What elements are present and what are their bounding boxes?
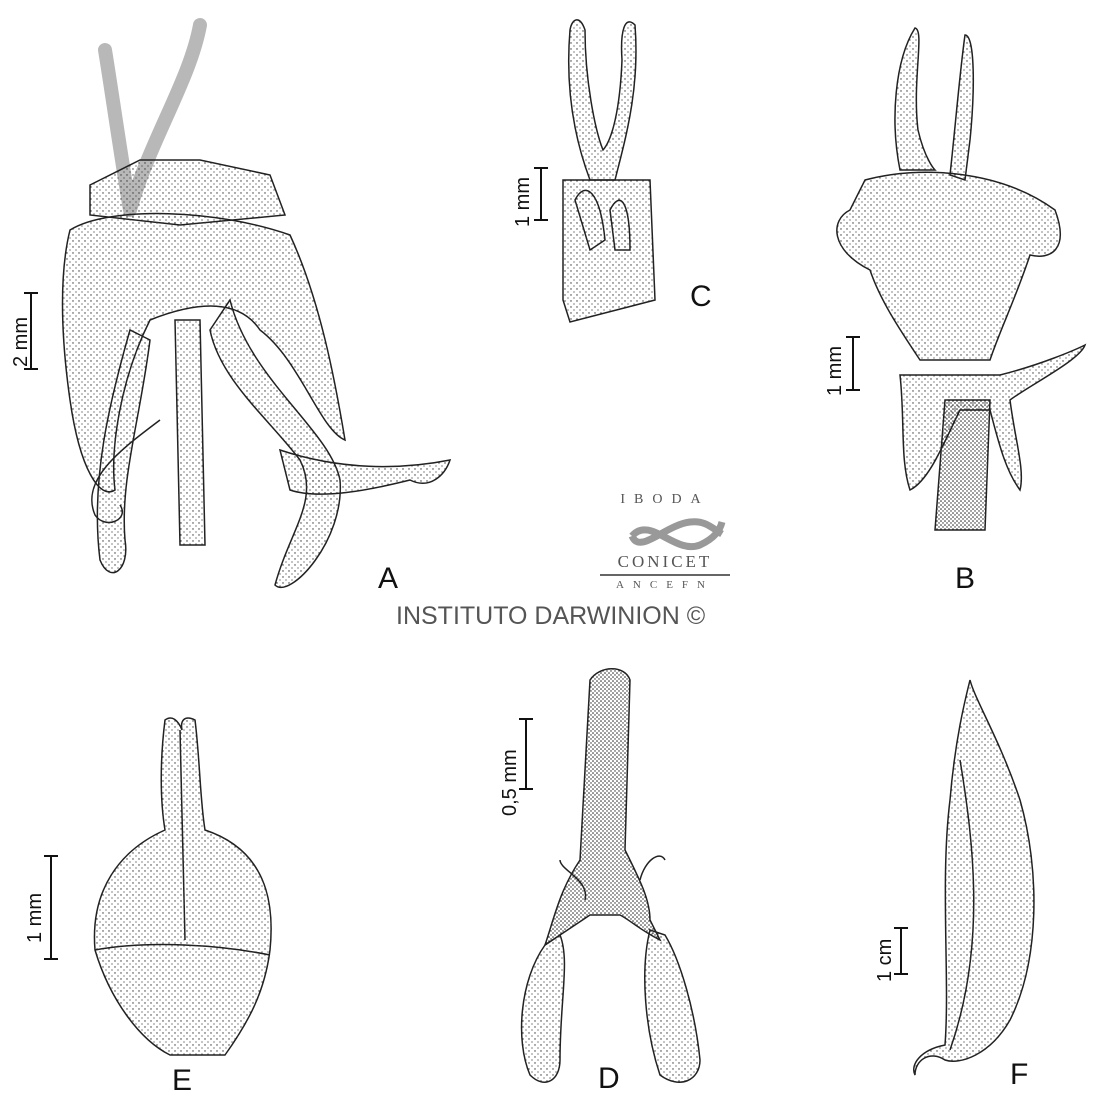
panel-label-e: E xyxy=(172,1064,193,1097)
logo-iboda: IBODA xyxy=(620,492,710,507)
logo-ancefn: ANCEFN xyxy=(615,579,714,591)
copyright-credit: INSTITUTO DARWINION © xyxy=(396,602,706,630)
panel-label-b: B xyxy=(955,562,976,595)
panel-label-d: D xyxy=(598,1062,620,1095)
panel-label-a: A xyxy=(378,562,399,595)
figure-a-flower xyxy=(61,18,452,588)
figure-f-leaf xyxy=(913,679,1035,1076)
logo-conicet: CONICET xyxy=(600,552,730,576)
figure-b-flower xyxy=(836,27,1087,531)
institution-logo: IBODA CONICET ANCEFN xyxy=(600,492,730,591)
figure-e-ovary xyxy=(93,717,272,1056)
figure-d-stamen xyxy=(520,668,701,1083)
conicet-logo-symbol xyxy=(628,518,726,551)
figure-c-pistil xyxy=(562,19,656,323)
panel-label-f: F xyxy=(1010,1058,1029,1091)
panel-label-c: C xyxy=(690,280,712,313)
